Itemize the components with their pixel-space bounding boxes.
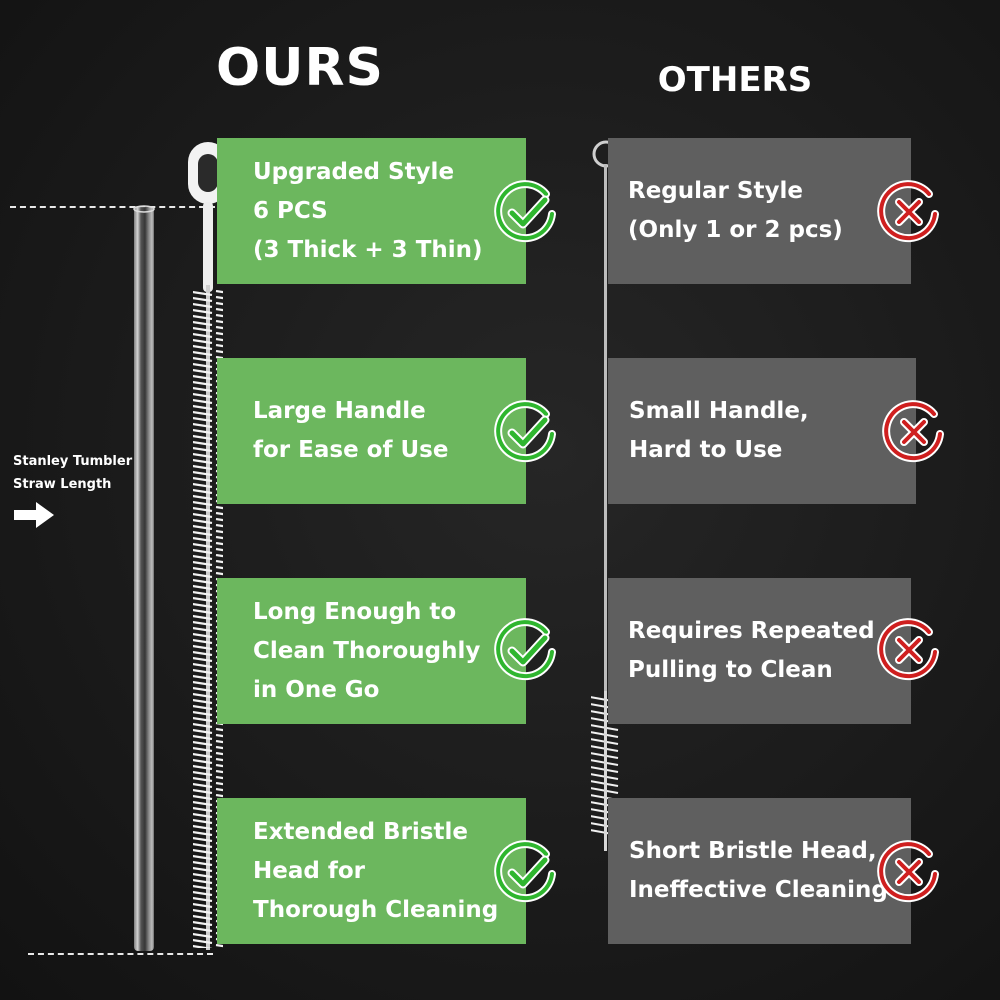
straw-top-guide xyxy=(10,206,215,208)
others-card-style: Regular Style (Only 1 or 2 pcs) xyxy=(608,138,911,284)
ours-card-text: Long Enough to Clean Thoroughly in One G… xyxy=(253,598,481,703)
ours-card-text: Large Handle for Ease of Use xyxy=(253,398,449,463)
ours-card-text: Extended Bristle Head for Thorough Clean… xyxy=(253,818,499,923)
ours-card-length: Long Enough to Clean Thoroughly in One G… xyxy=(217,578,526,724)
others-heading: OTHERS xyxy=(657,60,813,100)
others-card-bristle: Short Bristle Head, Ineffective Cleaning xyxy=(608,798,911,944)
others-card-handle: Small Handle, Hard to Use xyxy=(608,358,916,504)
x-circle-icon xyxy=(877,618,939,681)
check-circle-icon xyxy=(494,180,556,243)
check-circle-icon xyxy=(494,400,556,463)
others-card-text: Regular Style (Only 1 or 2 pcs) xyxy=(628,178,843,243)
x-circle-icon xyxy=(877,840,939,903)
x-circle-icon xyxy=(882,400,944,463)
others-card-text: Small Handle, Hard to Use xyxy=(629,398,809,463)
x-circle-icon xyxy=(877,180,939,243)
others-card-text: Short Bristle Head, Ineffective Cleaning xyxy=(629,838,888,903)
ours-card-bristle: Extended Bristle Head for Thorough Clean… xyxy=(217,798,526,944)
ours-card-text: Upgraded Style 6 PCS (3 Thick + 3 Thin) xyxy=(253,158,483,263)
ours-card-handle: Large Handle for Ease of Use xyxy=(217,358,526,504)
arrow-right-icon xyxy=(14,502,54,528)
straw-length-label: Stanley Tumbler Straw Length xyxy=(13,454,133,492)
ours-heading: OURS xyxy=(216,38,384,98)
straw-illustration xyxy=(133,205,155,951)
check-circle-icon xyxy=(494,618,556,681)
check-circle-icon xyxy=(494,840,556,903)
others-card-pulling: Requires Repeated Pulling to Clean xyxy=(608,578,911,724)
others-card-text: Requires Repeated Pulling to Clean xyxy=(628,618,875,683)
straw-bottom-guide xyxy=(28,953,213,955)
ours-card-style: Upgraded Style 6 PCS (3 Thick + 3 Thin) xyxy=(217,138,526,284)
